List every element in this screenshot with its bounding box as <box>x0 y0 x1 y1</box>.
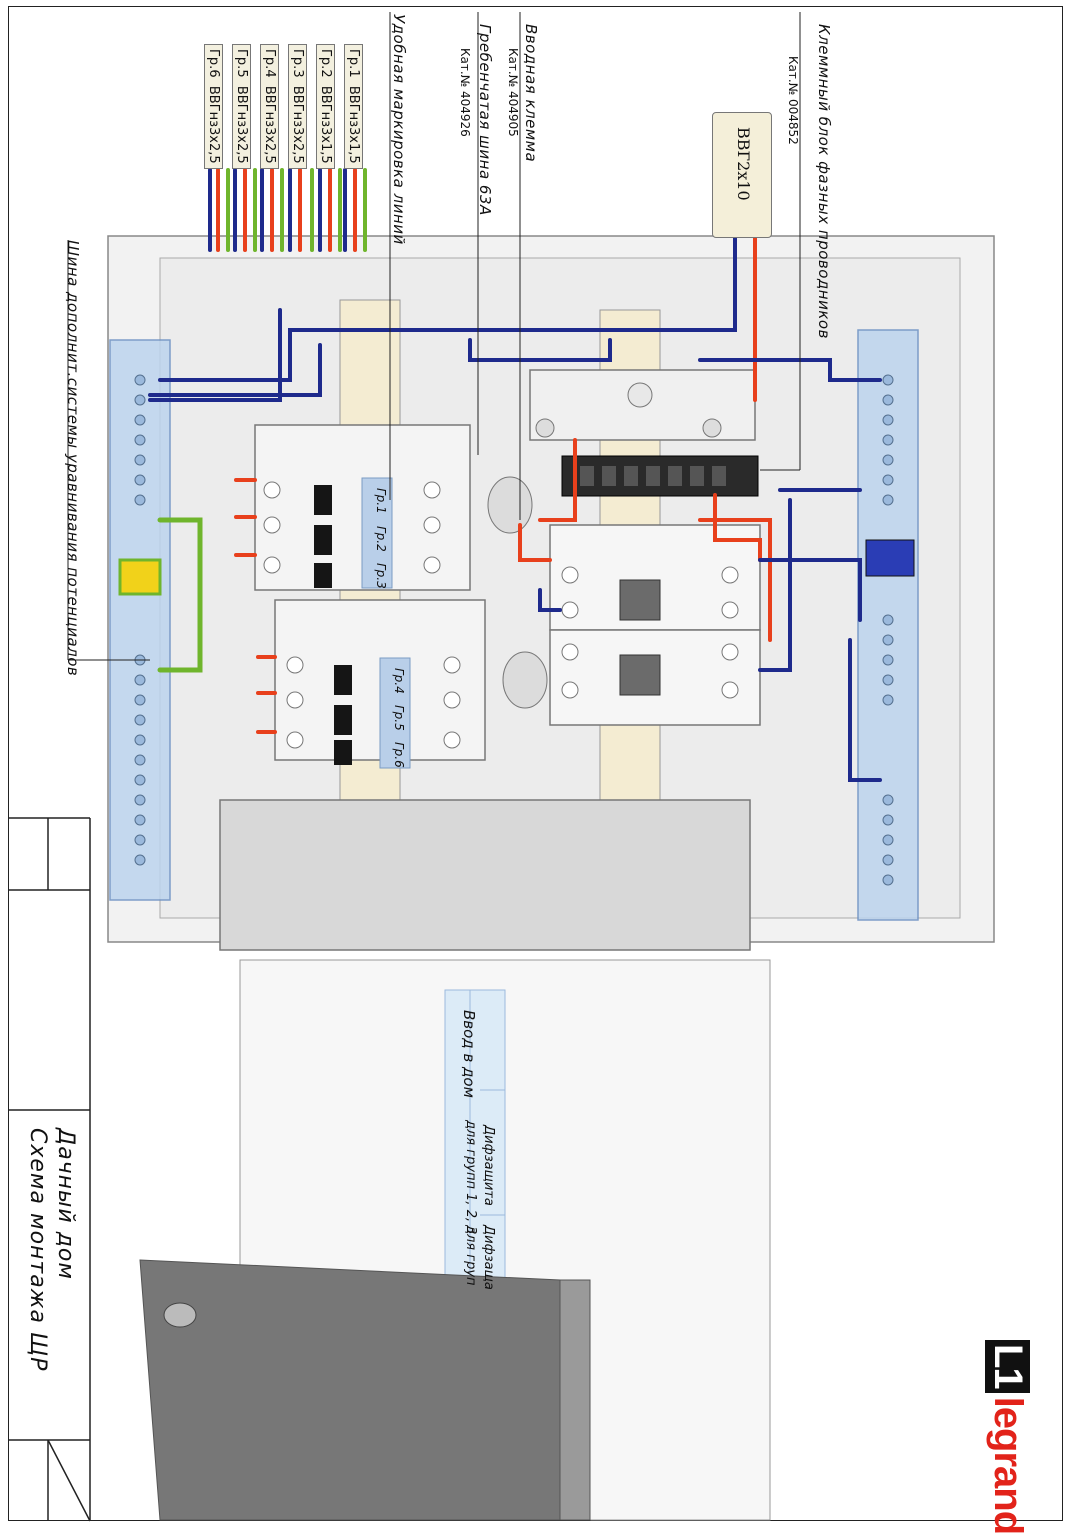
wires <box>148 168 882 782</box>
phase-terminal-block <box>561 455 759 497</box>
terminal-block-label: Клеммный блок фазных проводников <box>815 24 833 339</box>
breaker-label-1: Гр.1 <box>374 488 388 514</box>
marking-label: Удобная маркировка линий <box>390 14 408 245</box>
input-terminal-label: Вводная клемма <box>522 24 540 163</box>
breaker-group-2 <box>274 599 486 769</box>
group-1-tag: Гр.1 ВВГнз3х1,5 <box>344 44 363 169</box>
breaker-label-2: Гр.2 <box>374 526 388 552</box>
terminal-block-cat: Кат.№ 004852 <box>786 56 800 145</box>
breaker-label-5: Гр.5 <box>392 705 406 731</box>
group-2-tag: Гр.2 ВВГнз3х1,5 <box>316 44 335 169</box>
group-4-tag: Гр.4 ВВГнз3х2,5 <box>260 44 279 169</box>
door-label-rcd1-l1: Дифзащита <box>481 1125 496 1206</box>
enclosure-cover <box>139 799 771 1521</box>
title-line-1: Дачный дом <box>53 1128 78 1280</box>
breaker-label-6: Гр.6 <box>392 742 406 768</box>
door-label-rcd1-l2: для групп 1, 2, 3 <box>463 1120 478 1235</box>
input-terminal-cat: Кат.№ 404905 <box>506 48 520 137</box>
comb-bus-cat: Кат.№ 404926 <box>458 48 472 137</box>
door-label-rcd2-l2: для груп <box>463 1225 478 1286</box>
group-3-tag: Гр.3 ВВГнз3х2,5 <box>288 44 307 169</box>
group-6-tag: Гр.6 ВВГнз3х2,5 <box>204 44 223 169</box>
legrand-logo: L1legrand <box>985 1340 1030 1534</box>
door-label-rcd2-l1: Дифзаща <box>481 1225 496 1290</box>
input-cable-tag: ВВГ2х10 <box>712 112 772 238</box>
door-label-input: Ввод в дом <box>460 1010 478 1098</box>
equipotential-bus-left <box>109 339 171 901</box>
breaker-label-4: Гр.4 <box>392 668 406 694</box>
leader-lines <box>67 12 801 661</box>
neutral-bus-right <box>857 329 919 921</box>
group-5-tag: Гр.5 ВВГнз3х2,5 <box>232 44 251 169</box>
title-line-2: Схема монтажа ЩР <box>25 1128 50 1372</box>
comb-bus-label: Гребенчатая шина 63А <box>476 24 494 216</box>
input-clamps <box>487 476 548 709</box>
breaker-group-1 <box>254 424 471 591</box>
breaker-label-3: Гр.3 <box>374 563 388 589</box>
main-switch <box>529 369 756 441</box>
title-block <box>8 817 91 1522</box>
rcd-devices <box>549 524 761 726</box>
equipotential-bus-label: Шина дополнит.системы уравнивания потенц… <box>64 240 82 677</box>
